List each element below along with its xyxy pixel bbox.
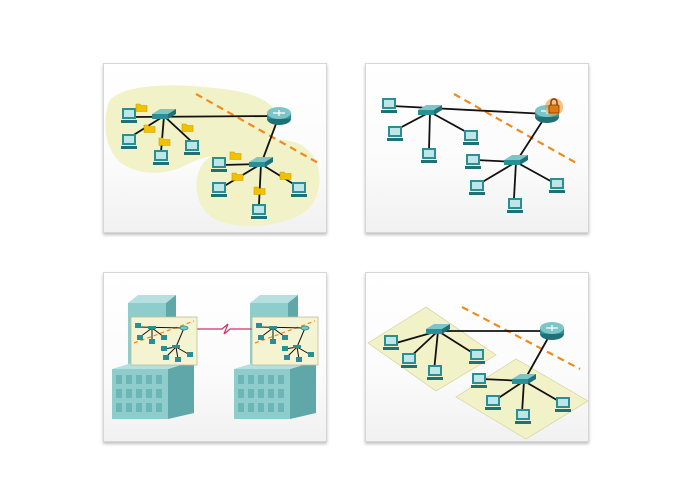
lock-icon [545, 98, 563, 116]
pc-icon [184, 140, 200, 155]
pc-icon [121, 134, 137, 149]
pc-icon [485, 395, 501, 410]
switch-icon [249, 157, 273, 167]
firewall-line [461, 306, 581, 370]
diagram-two-buildings [112, 295, 319, 419]
diagram-secured-router [381, 93, 579, 213]
folder-icon [279, 171, 292, 180]
pc-icon [549, 178, 565, 193]
switch-icon [504, 155, 528, 165]
pc-icon [465, 154, 481, 169]
folder-icon [135, 103, 148, 112]
pc-icon [153, 150, 169, 165]
router-icon [267, 107, 291, 125]
diagram-two-segments [367, 306, 589, 440]
pc-icon [427, 365, 443, 380]
pc-icon [469, 349, 485, 364]
pc-icon [421, 148, 437, 163]
pc-icon [121, 108, 137, 123]
pc-icon [515, 409, 531, 424]
lan-inset-2 [251, 316, 319, 366]
pc-icon [507, 198, 523, 213]
panel-networks-in-two-buildings [103, 272, 327, 442]
pc-icon [469, 180, 485, 195]
folder-icon [253, 186, 266, 195]
switch-icon [152, 109, 176, 119]
lan-zone-1 [367, 306, 497, 392]
folder-icon [229, 151, 242, 160]
pc-icon [463, 130, 479, 145]
pc-icon [555, 397, 571, 412]
pc-icon [211, 182, 227, 197]
folder-icon [231, 172, 244, 181]
pc-icon [401, 353, 417, 368]
switch-icon [418, 105, 442, 115]
pc-icon [211, 157, 227, 172]
pc-icon [251, 204, 267, 219]
folder-icon [158, 137, 171, 146]
folder-icon [143, 124, 156, 133]
lan-inset-1 [130, 316, 198, 366]
folder-icon [181, 123, 194, 132]
panel-network-with-two-segments [365, 272, 589, 442]
panel-network-with-shared-files [103, 63, 327, 233]
router-icon [540, 322, 564, 340]
pc-icon [383, 335, 399, 350]
wan-link-icon [196, 323, 252, 335]
switch-icon [426, 324, 450, 334]
pc-icon [291, 182, 307, 197]
lan-zone-2 [196, 139, 320, 226]
panel-network-with-secured-router [365, 63, 589, 233]
pc-icon [471, 373, 487, 388]
pc-icon [387, 126, 403, 141]
switch-icon [512, 374, 536, 384]
diagram-shared-files [105, 85, 321, 226]
pc-icon [381, 98, 397, 113]
